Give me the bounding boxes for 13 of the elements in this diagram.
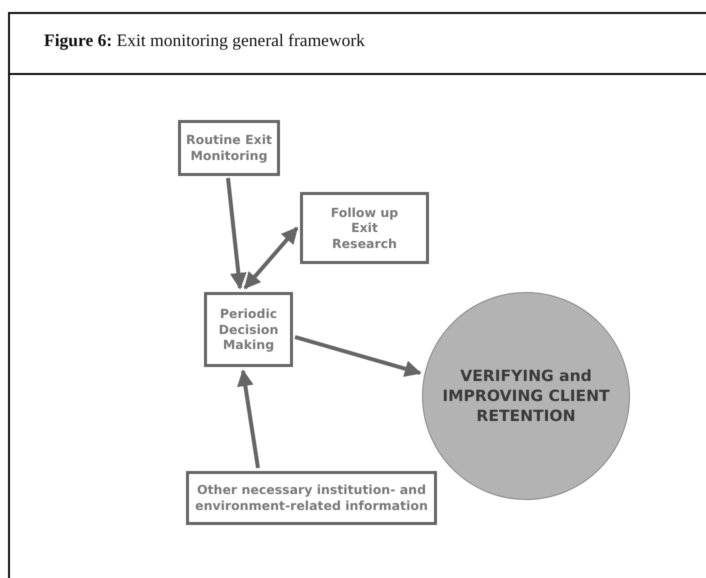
process-box xyxy=(178,120,280,176)
arrow xyxy=(243,226,299,290)
node-label: Other necessary institution- and environment-related information xyxy=(194,482,429,514)
node-label: VERIFYING and IMPROVING CLIENT RETENTION xyxy=(441,366,611,426)
process-box xyxy=(300,192,429,264)
arrow xyxy=(226,178,247,290)
process-box xyxy=(186,471,437,525)
arrow xyxy=(237,369,260,468)
figure-title: Figure 6: Exit monitoring general framework xyxy=(44,30,365,51)
process-box xyxy=(204,292,293,367)
node-label: Routine Exit Monitoring xyxy=(185,132,273,164)
node-label: Periodic Decision Making xyxy=(218,306,280,353)
node-label: Follow up Exit Research xyxy=(330,204,400,252)
